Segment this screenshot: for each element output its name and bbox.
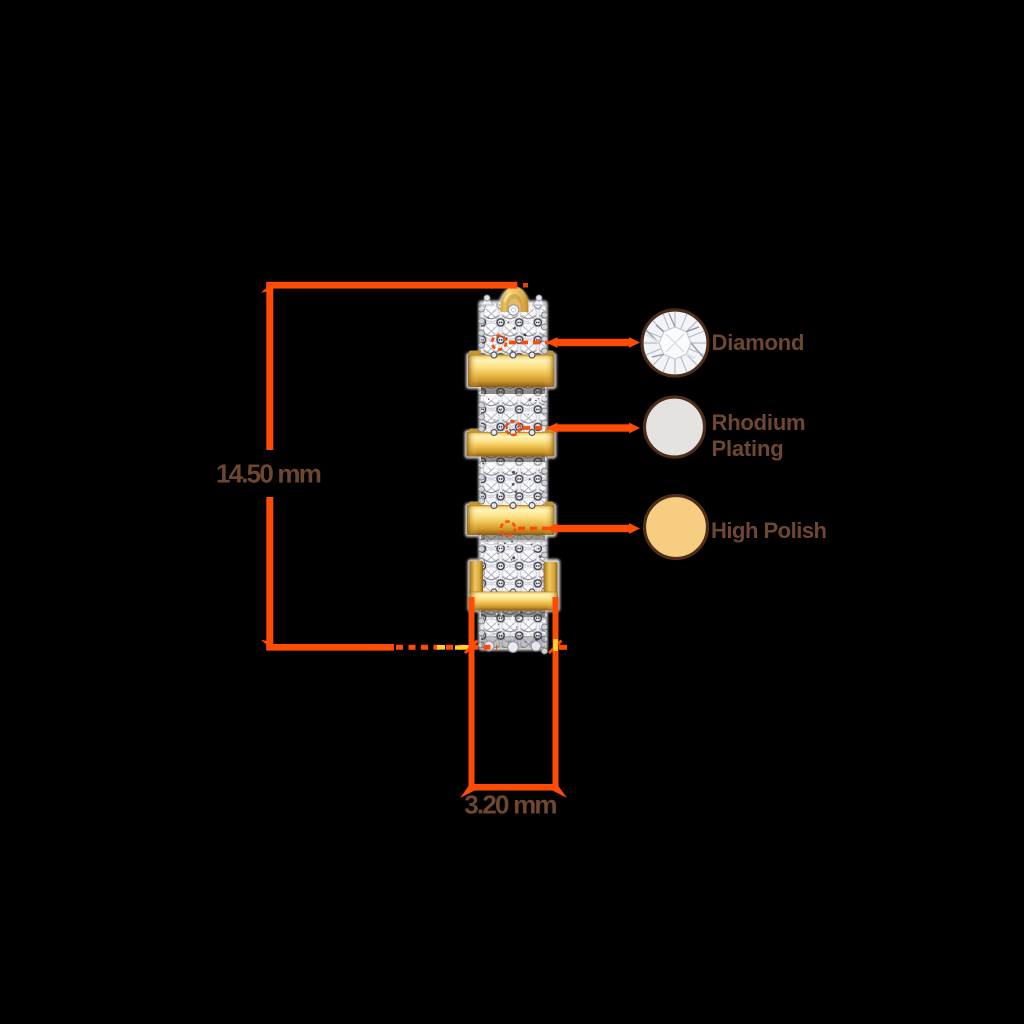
svg-text:Rhodium: Rhodium	[712, 410, 806, 435]
svg-text:3.20 mm: 3.20 mm	[464, 790, 556, 820]
svg-text:High Polish: High Polish	[711, 518, 827, 543]
svg-text:14.50 mm: 14.50 mm	[216, 459, 321, 489]
svg-text:Diamond: Diamond	[712, 330, 805, 355]
svg-text:Plating: Plating	[712, 436, 784, 461]
